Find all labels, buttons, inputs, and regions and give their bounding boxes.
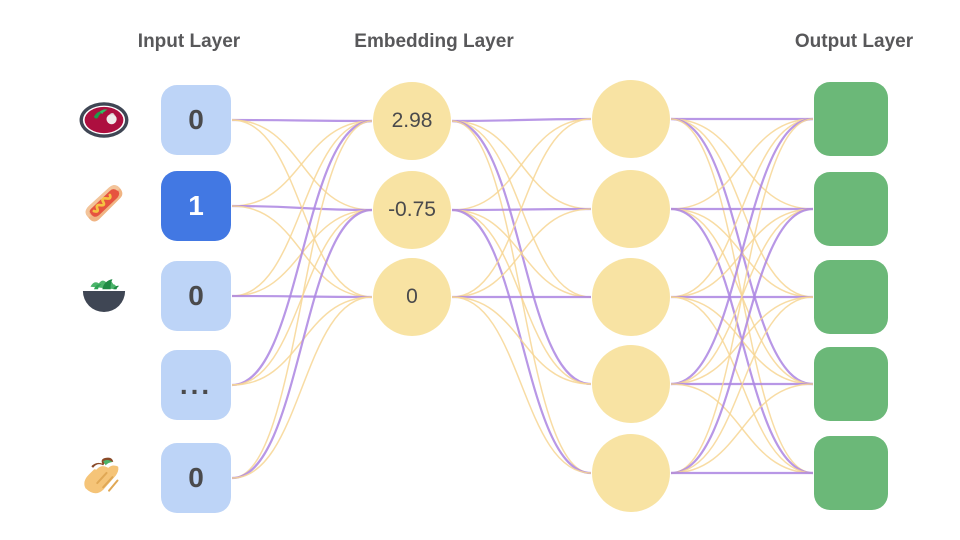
salad-bowl-icon [77,269,131,323]
title-output-layer: Output Layer [794,31,914,52]
embedding-node-0[interactable]: 2.98 [373,82,451,160]
input-node-4[interactable]: 0 [161,443,231,513]
output-node-4[interactable] [814,436,888,510]
title-embedding-layer: Embedding Layer [354,31,514,52]
output-node-2[interactable] [814,260,888,334]
input-node-2[interactable]: 0 [161,261,231,331]
input-node-0[interactable]: 0 [161,85,231,155]
input-node-1[interactable]: 1 [161,171,231,241]
embedding-node-1[interactable]: -0.75 [373,171,451,249]
hidden-node-2[interactable] [592,258,670,336]
title-input-layer: Input Layer [137,31,241,52]
embedding-node-2[interactable]: 0 [373,258,451,336]
hidden-node-4[interactable] [592,434,670,512]
burrito-icon [77,451,131,505]
input-node-3[interactable]: ... [161,350,231,420]
hidden-node-3[interactable] [592,345,670,423]
hidden-node-0[interactable] [592,80,670,158]
output-node-3[interactable] [814,347,888,421]
output-node-1[interactable] [814,172,888,246]
hidden-node-1[interactable] [592,170,670,248]
hot-dog-icon [77,179,131,233]
soup-bowl-icon [77,93,131,147]
output-node-0[interactable] [814,82,888,156]
